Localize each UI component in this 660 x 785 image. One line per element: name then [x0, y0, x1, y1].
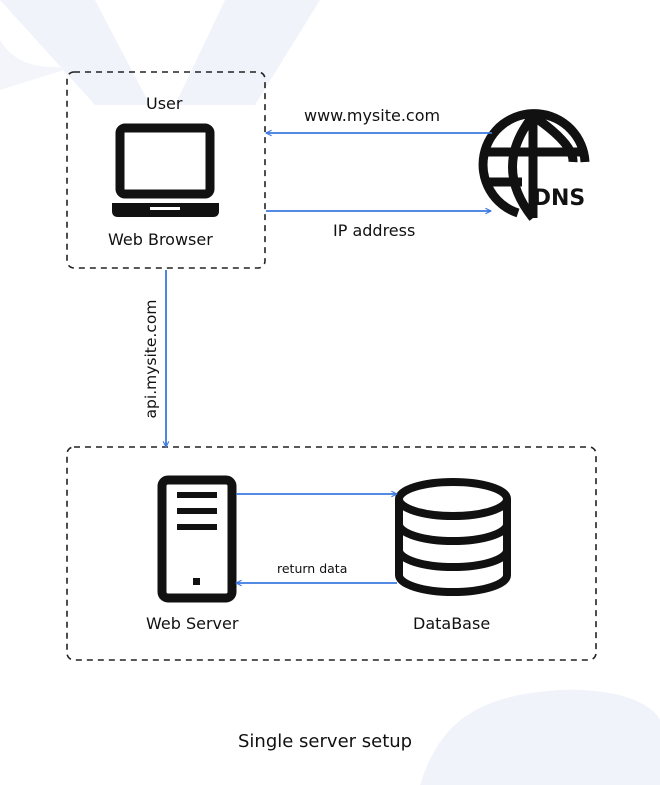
- server-container: [66, 446, 597, 661]
- browser-label: Web Browser: [108, 230, 213, 249]
- user-container: [66, 71, 266, 269]
- diagram-caption: Single server setup: [238, 731, 413, 752]
- user-title: User: [146, 94, 183, 113]
- dns-label: DNS: [533, 186, 586, 211]
- db-to-server-label: return data: [277, 561, 348, 576]
- server-icon: [157, 475, 237, 603]
- database-icon: [395, 478, 511, 596]
- web-server-label: Web Server: [146, 614, 239, 633]
- database-label: DataBase: [413, 614, 491, 633]
- laptop-icon: [112, 123, 219, 217]
- browser-to-dns-label: IP address: [333, 221, 416, 240]
- browser-to-server-label: api.mysite.com: [142, 300, 160, 419]
- dns-to-browser-label: www.mysite.com: [304, 106, 441, 125]
- globe-icon: [478, 109, 590, 221]
